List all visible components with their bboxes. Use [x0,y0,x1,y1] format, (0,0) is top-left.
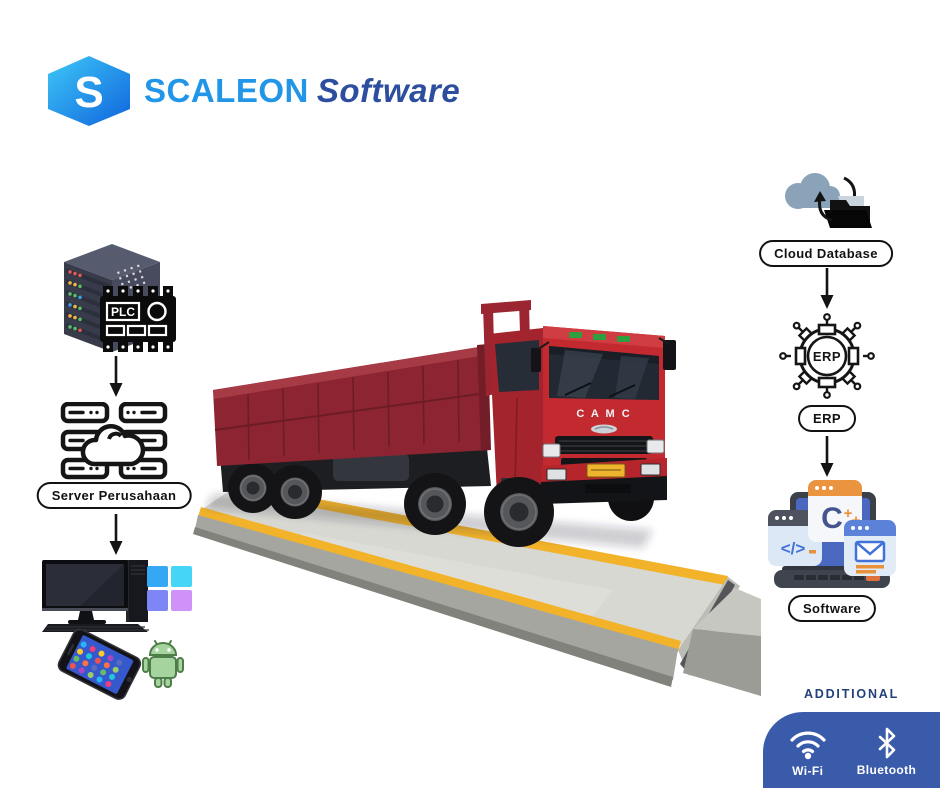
headlights [542,439,665,458]
truck-brand-text: C A M C [576,408,631,420]
down-arrow-icon [820,436,834,477]
windows-logo-icon [147,566,192,611]
app-grid [69,641,123,688]
wifi-icon [790,731,826,760]
scaleon-hexagon-icon: S [48,56,130,126]
bluetooth-item: Bluetooth [857,727,917,777]
down-arrow-icon [820,268,834,309]
roof-marker-lights [569,332,630,342]
mail-window [844,520,896,576]
logo-suffix-text: Software [316,72,461,109]
erp-chip-gear-icon: ERP [779,313,875,399]
concrete-ramp [683,588,761,696]
truck-on-weighbridge-photo: C A M C [193,300,761,696]
cargo-bed [213,344,491,466]
truck: C A M C [213,300,676,547]
cloud-server-icon [60,402,168,480]
server-perusahaan-label: Server Perusahaan [36,482,192,509]
logo-brand-text: SCALEON [144,72,309,109]
additional-panel: Wi-Fi Bluetooth [763,712,940,788]
erp-chip-text: ERP [813,349,841,364]
down-arrow-icon [109,514,123,555]
front-wheels [404,473,554,547]
android-icon [142,640,184,688]
plc-text: PLC [111,305,135,319]
weighbridge-platform [193,484,740,687]
wifi-item: Wi-Fi [787,726,829,778]
bluetooth-icon [878,727,895,759]
desktop-computer-icon [42,560,149,632]
cloud-database-label: Cloud Database [759,240,893,267]
logo: S SCALEON Software [46,54,460,128]
smartphone-icon [57,628,142,700]
additional-title: ADDITIONAL [803,687,900,701]
svg-text:+: + [844,505,853,522]
laptop-apps-icon: </> C + + [768,480,896,588]
rack-led-lights [68,270,82,333]
erp-label: ERP [798,405,856,432]
svg-text:C: C [821,502,843,535]
cab: C A M C [489,326,676,504]
mirrors [531,340,676,372]
software-label: Software [787,595,877,622]
cloud-sync-folder-icon [785,173,872,228]
svg-text:</>: </> [781,539,806,558]
bluetooth-label: Bluetooth [856,763,917,777]
svg-text:S: S [74,68,103,117]
plc-chip-icon: PLC [100,286,176,352]
rear-wheels [228,463,322,519]
server-rack-plc-icon: PLC [64,244,176,352]
down-arrow-icon [109,356,123,397]
wifi-label: Wi-Fi [792,764,824,778]
